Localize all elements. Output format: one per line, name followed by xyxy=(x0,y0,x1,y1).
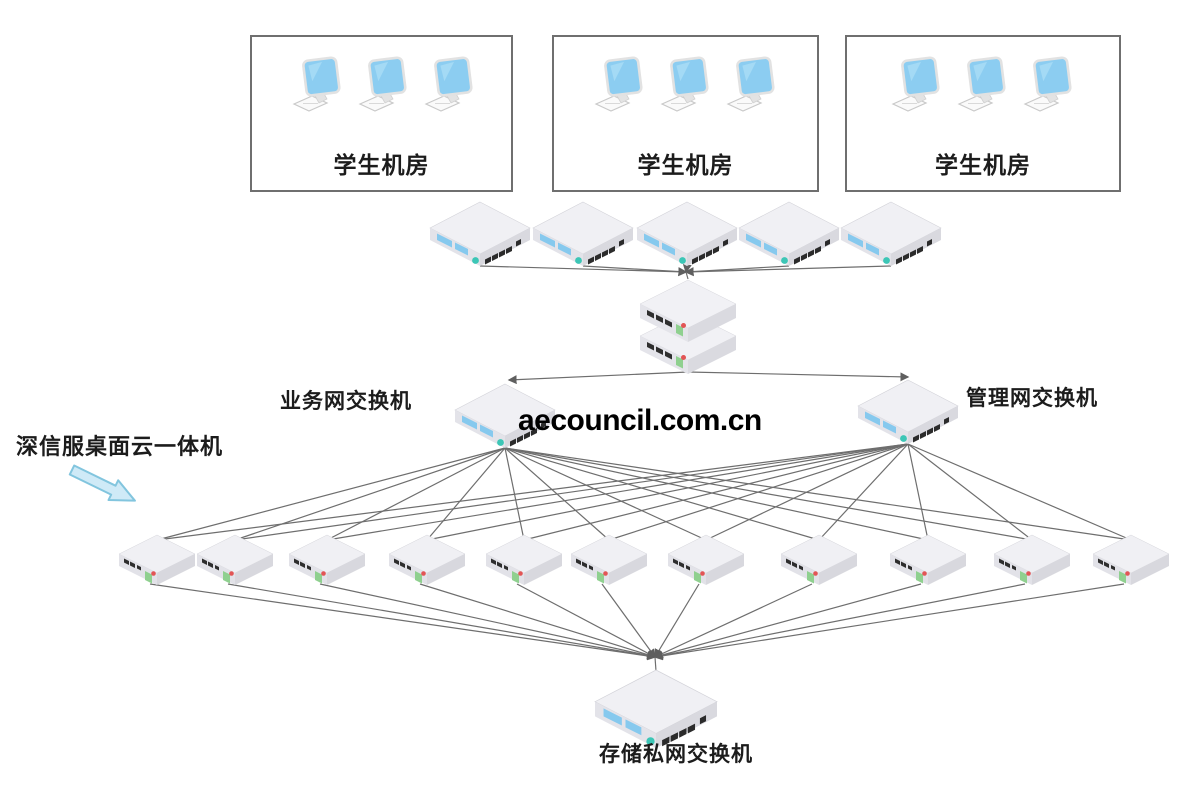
student-room-box-1: 学生机房 xyxy=(250,35,513,192)
appliance-icon xyxy=(388,534,466,586)
storage-switch-icon xyxy=(594,669,718,749)
student-room-box-2: 学生机房 xyxy=(552,35,819,192)
appliance-icon xyxy=(570,534,648,586)
student-room-label: 学生机房 xyxy=(935,152,1031,178)
management-switch-label: 管理网交换机 xyxy=(966,387,1098,410)
appliance-icon xyxy=(118,534,196,586)
student-room-label: 学生机房 xyxy=(333,152,430,178)
callout-arrow-icon xyxy=(68,464,136,502)
access-switch-icon xyxy=(532,201,634,267)
student-room-label: 学生机房 xyxy=(637,152,734,178)
connection-lines xyxy=(149,263,1132,672)
appliance-icon xyxy=(889,534,967,586)
business-switch-label: 业务网交换机 xyxy=(280,390,412,413)
appliance-icon xyxy=(485,534,563,586)
core-stack-icon xyxy=(639,279,737,375)
appliance-icon xyxy=(196,534,274,586)
appliance-icon xyxy=(780,534,858,586)
access-switch-icon xyxy=(840,201,942,267)
access-switch-icon xyxy=(636,201,738,267)
appliance-icon xyxy=(667,534,745,586)
appliance-icon xyxy=(993,534,1071,586)
appliance-icon xyxy=(288,534,366,586)
access-switch-icon xyxy=(738,201,840,267)
callout-label: 深信服桌面云一体机 xyxy=(16,434,224,459)
management-switch-icon xyxy=(857,379,959,445)
appliance-icon xyxy=(1092,534,1170,586)
access-switch-icon xyxy=(429,201,531,267)
storage-switch-label: 存储私网交换机 xyxy=(599,743,753,766)
watermark-text: aecouncil.com.cn xyxy=(518,404,762,437)
student-room-box-3: 学生机房 xyxy=(845,35,1121,192)
